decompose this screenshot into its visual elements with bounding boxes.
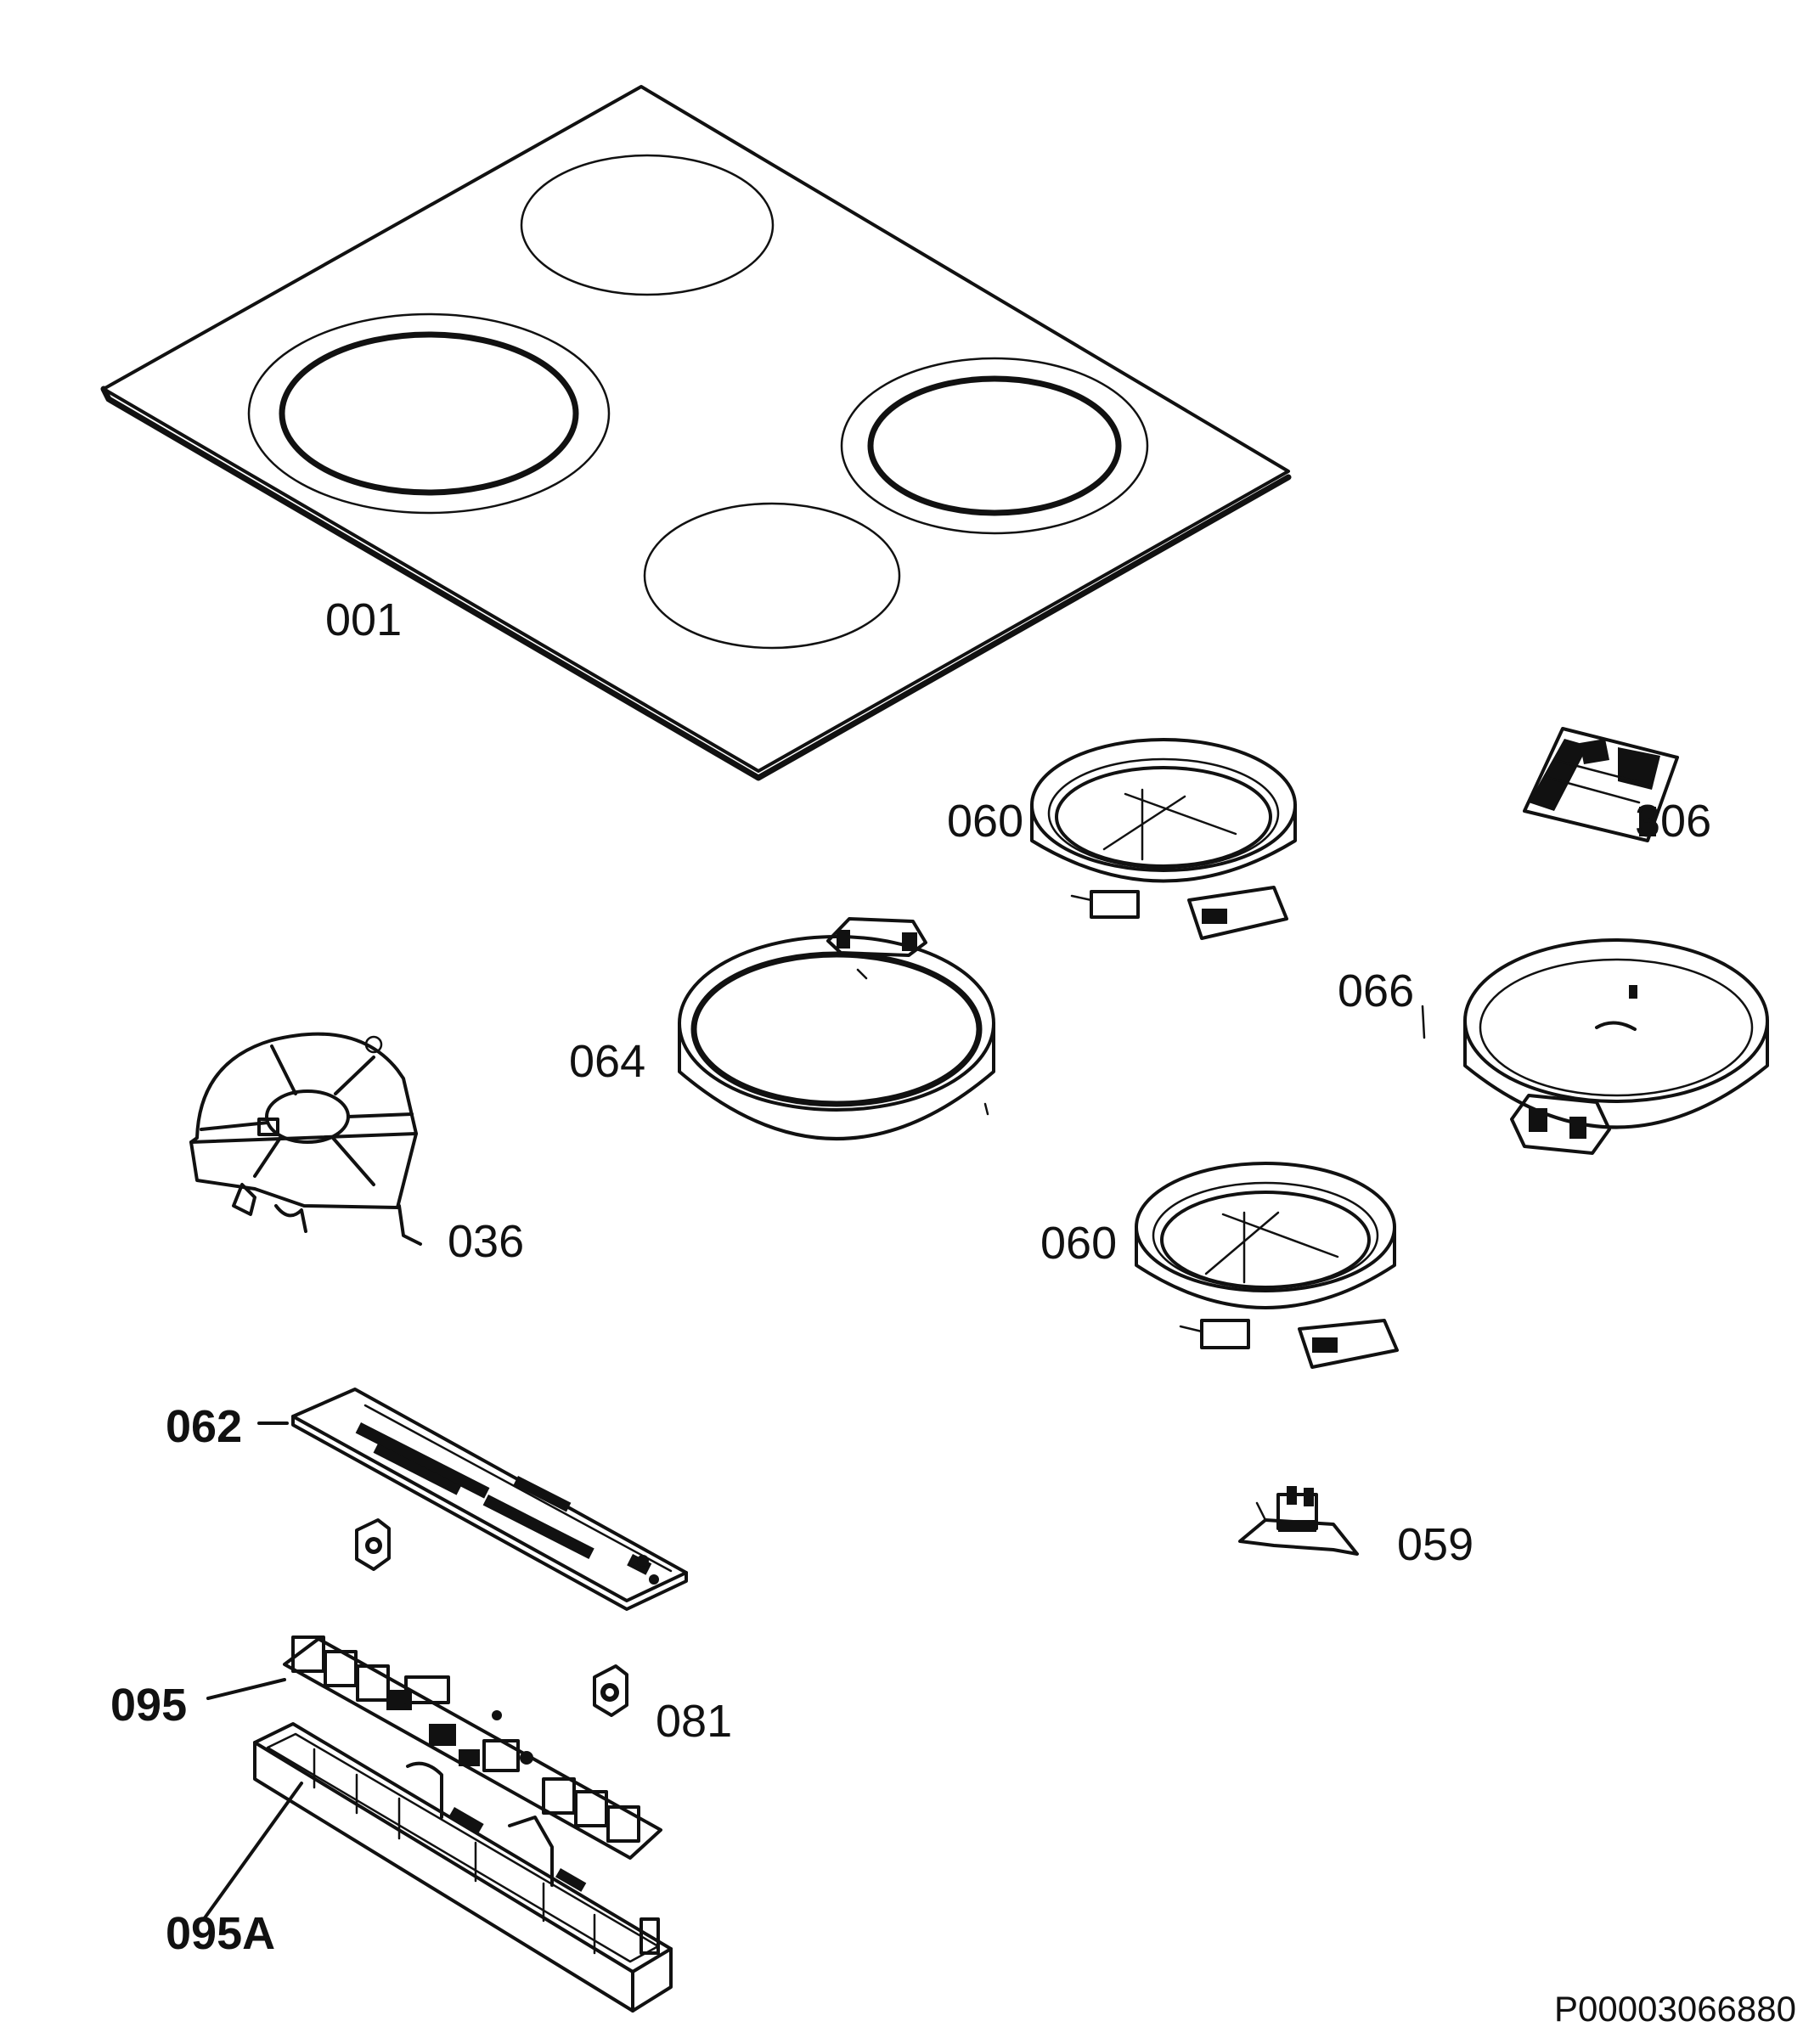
part-095-power-board xyxy=(283,1635,662,1860)
label-001: 001 xyxy=(325,594,402,645)
label-064: 064 xyxy=(569,1036,645,1087)
part-036-fan-cover xyxy=(189,1032,422,1246)
label-306: 306 xyxy=(1635,796,1711,847)
part-001-glass-cooktop xyxy=(100,85,1292,781)
label-095A: 095A xyxy=(166,1908,275,1959)
label-060-upper: 060 xyxy=(947,796,1023,847)
part-064-ring-element xyxy=(678,917,995,1140)
part-grommet-upper xyxy=(355,1518,391,1571)
part-059-clip xyxy=(1238,1486,1359,1556)
leader-lines xyxy=(202,1422,303,1921)
part-066-round-element xyxy=(1421,938,1769,1155)
part-060-cooking-zone-lower xyxy=(1135,1162,1399,1369)
part-095A-board-housing xyxy=(253,1722,673,2013)
label-060-lower: 060 xyxy=(1040,1218,1117,1269)
label-081: 081 xyxy=(656,1696,732,1747)
part-306-terminal-block xyxy=(1523,727,1679,842)
document-id: P00003066880 xyxy=(1554,1989,1796,2029)
label-036: 036 xyxy=(448,1216,524,1267)
label-059: 059 xyxy=(1397,1519,1473,1570)
label-062: 062 xyxy=(166,1401,242,1452)
label-095: 095 xyxy=(110,1680,187,1731)
part-060-cooking-zone-upper xyxy=(1030,738,1297,940)
part-081-grommet xyxy=(593,1664,628,1717)
part-062-control-board xyxy=(291,1388,688,1611)
label-066: 066 xyxy=(1338,966,1414,1016)
